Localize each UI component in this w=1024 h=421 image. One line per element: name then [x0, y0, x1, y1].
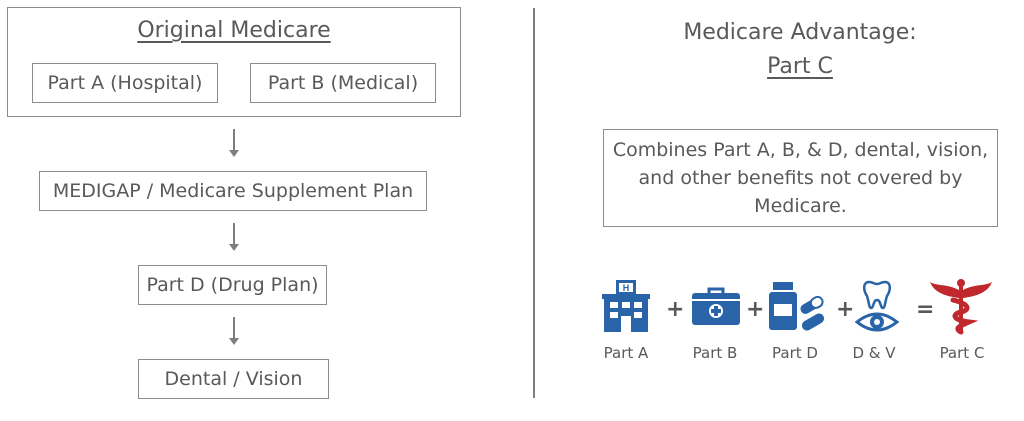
vertical-divider — [533, 8, 535, 398]
arrow-to-medigap — [229, 129, 239, 157]
hospital-icon: H — [598, 277, 654, 337]
label-part-c: Part C — [939, 344, 985, 362]
original-medicare-title: Original Medicare — [137, 18, 331, 43]
plus-operator-1: + — [666, 297, 685, 322]
label-d-and-v: D & V — [852, 344, 896, 362]
part-d-box: Part D (Drug Plan) — [138, 265, 327, 305]
part-c-title: Part C — [767, 54, 833, 79]
caduceus-icon — [928, 277, 994, 337]
medicare-advantage-title: Medicare Advantage: — [683, 20, 917, 45]
part-c-description: Combines Part A, B, & D, dental, vision,… — [612, 139, 989, 217]
label-part-b: Part B — [692, 344, 738, 362]
pill-bottle-icon — [764, 277, 830, 337]
medical-bag-icon — [688, 277, 744, 337]
label-part-d: Part D — [772, 344, 818, 362]
part-c-description-box: Combines Part A, B, & D, dental, vision,… — [603, 129, 998, 227]
arrow-to-part-d — [229, 223, 239, 251]
svg-text:H: H — [623, 283, 630, 293]
equals-operator: = — [916, 297, 935, 322]
plus-operator-3: + — [836, 297, 855, 322]
tooth-eye-icon — [852, 277, 902, 337]
medigap-box: MEDIGAP / Medicare Supplement Plan — [39, 171, 427, 211]
arrow-to-dental-vision — [229, 317, 239, 345]
part-a-box: Part A (Hospital) — [32, 63, 218, 103]
plus-operator-2: + — [746, 297, 765, 322]
label-part-a: Part A — [603, 344, 649, 362]
part-b-box: Part B (Medical) — [250, 63, 436, 103]
dental-vision-box: Dental / Vision — [138, 359, 329, 399]
